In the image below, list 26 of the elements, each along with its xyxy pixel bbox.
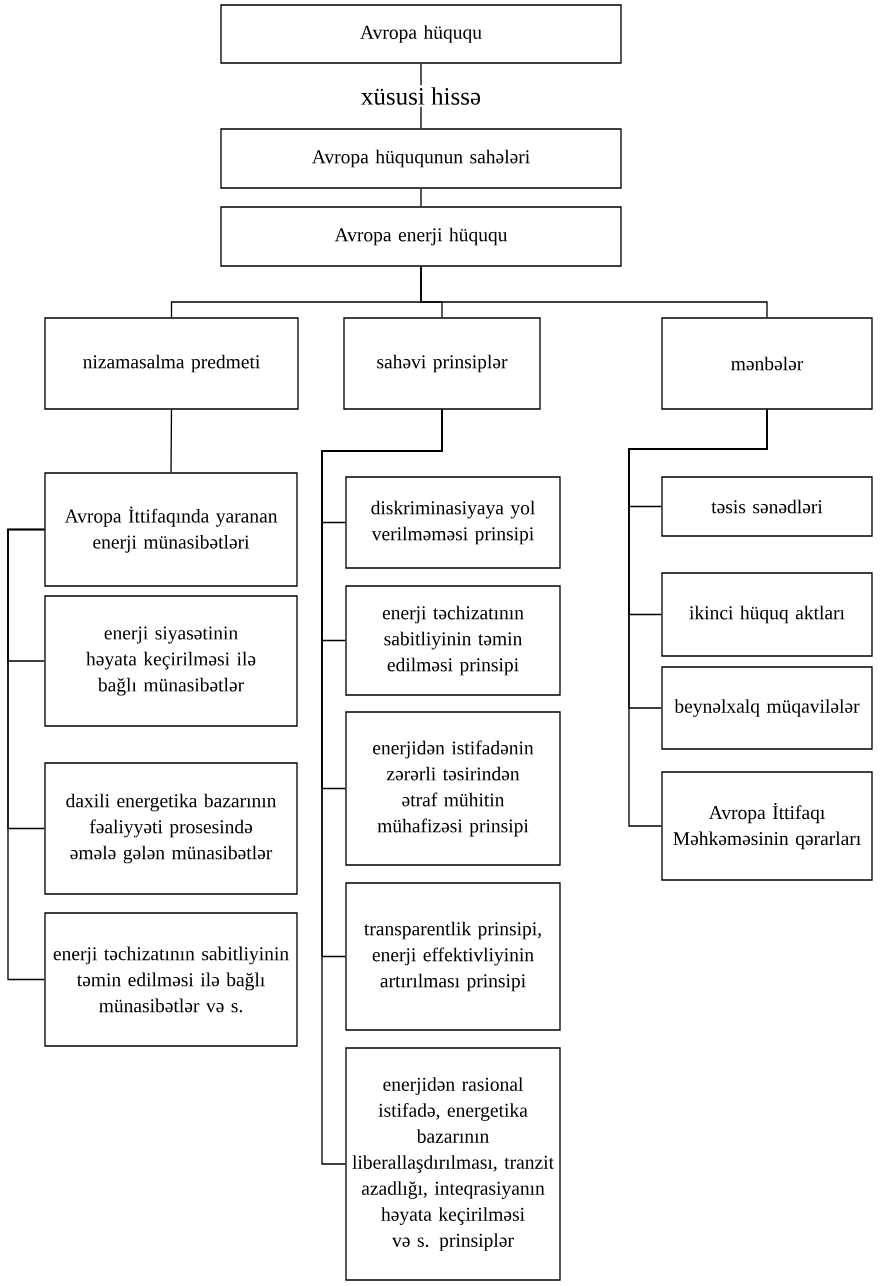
process-box: diskriminasiyaya yol verilməməsi prinsipi	[345, 476, 561, 569]
process-box: daxili energetika bazarının fəaliyyəti prosesində əmələ gələn münasibətlər	[44, 762, 298, 895]
process-box: Avropa İttifaqı Məhkəməsinin qərarları	[661, 771, 873, 881]
process-box: sahəvi prinsiplər	[343, 317, 541, 410]
connector-line	[7, 528, 45, 981]
process-box: mənbələr	[661, 317, 873, 410]
connector-line	[420, 188, 422, 207]
connector-line	[628, 409, 768, 827]
process-box: təsis sənədləri	[661, 476, 873, 537]
process-box: Avropa enerji hüququ	[220, 206, 622, 267]
process-box: enerji təchizatının sabitliyinin təmin edilməsi ilə bağlı münasibətlər və s.	[44, 912, 298, 1047]
process-box: Avropa hüququnun sahələri	[220, 128, 622, 189]
process-box: enerji siyasətinin həyata keçirilməsi ilə bağlı münasibətlər	[44, 595, 298, 727]
process-box: enerjidən rasional istifadə, energetika bazarının liberallaşdırılması, tranzit azadlığı, inteqrasiyanın həyata keçirilməsi və s. prinsiplər	[345, 1047, 561, 1281]
process-box: beynəlxalq müqavilələr	[661, 666, 873, 750]
connector-line	[420, 266, 768, 318]
connector-line	[321, 409, 443, 1165]
process-box: ikinci hüquq aktları	[661, 572, 873, 657]
process-box: Avropa hüququ	[220, 4, 622, 64]
process-box: enerjidən istifadənin zərərli təsirindən ətraf mühitin mühafizəsi prinsipi	[345, 711, 561, 866]
process-box: nizamasalma predmeti	[44, 317, 299, 410]
process-box: Avropa İttifaqında yaranan enerji münasibətləri	[44, 472, 298, 587]
edge-label: xüsusi hissə	[358, 85, 484, 107]
connector-line	[170, 409, 173, 473]
process-box: transparentlik prinsipi, enerji effektivliyinin artırılması prinsipi	[345, 882, 561, 1031]
process-box: enerji təchizatının sabitliyinin təmin edilməsi prinsipi	[345, 585, 561, 696]
